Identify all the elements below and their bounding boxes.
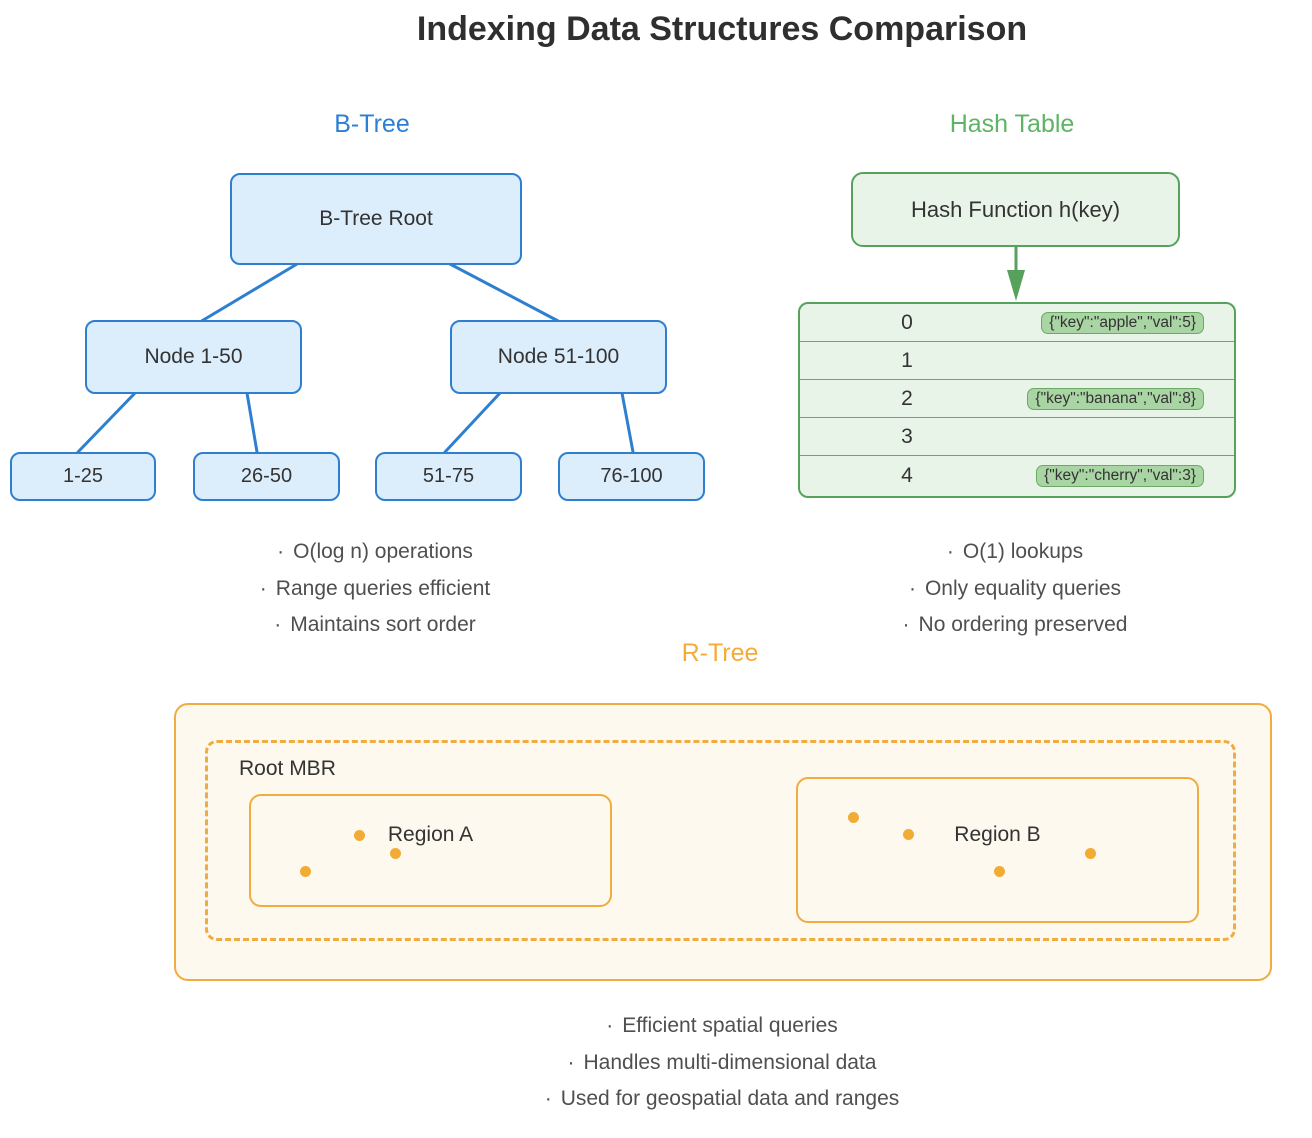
data-point-dot <box>1085 848 1096 859</box>
bucket-value: {"key":"banana","val":8} <box>1027 387 1204 410</box>
rtree-bullet: Handles multi-dimensional data <box>545 1045 900 1082</box>
rtree-outer-box <box>174 703 1272 981</box>
bucket-index: 4 <box>901 464 913 487</box>
hash-bucket-row: 4 {"key":"cherry","val":3} <box>800 456 1234 496</box>
hash-section-label: Hash Table <box>949 110 1075 138</box>
data-point-dot <box>994 866 1005 877</box>
bucket-value: {"key":"apple","val":5} <box>1041 311 1204 334</box>
data-point-dot <box>848 812 859 823</box>
bucket-index: 3 <box>901 424 913 448</box>
region-a-label: Region A <box>387 823 474 846</box>
hash-bucket-row: 2 {"key":"banana","val":8} <box>800 380 1234 418</box>
btree-leaf-26-50: 26-50 <box>193 452 340 501</box>
btree-root-node: B-Tree Root <box>230 173 522 265</box>
rtree-region-a-box: Region A <box>249 794 612 907</box>
hash-bullet: No ordering preserved <box>903 607 1128 644</box>
hash-bullet: O(1) lookups <box>903 534 1128 571</box>
btree-bullet: Maintains sort order <box>260 607 490 644</box>
hash-bullet-list: O(1) lookups Only equality queries No or… <box>903 534 1128 644</box>
region-b-label: Region B <box>954 823 1041 846</box>
bucket-value: {"key":"cherry","val":3} <box>1036 465 1204 487</box>
hash-bullet: Only equality queries <box>903 571 1128 608</box>
btree-bullet-list: O(log n) operations Range queries effici… <box>260 534 490 644</box>
btree-section-label: B-Tree <box>334 110 410 138</box>
hash-bucket-table: 0 {"key":"apple","val":5} 1 2 {"key":"ba… <box>798 302 1236 498</box>
bucket-index: 0 <box>901 310 913 334</box>
data-point-dot <box>390 848 401 859</box>
btree-bullet: Range queries efficient <box>260 571 490 608</box>
btree-leaf-51-75: 51-75 <box>375 452 522 501</box>
btree-leaf-1-25: 1-25 <box>10 452 156 501</box>
data-point-dot <box>354 830 365 841</box>
btree-node-1-50: Node 1-50 <box>85 320 302 394</box>
btree-leaf-76-100: 76-100 <box>558 452 705 501</box>
hash-bucket-row: 3 <box>800 418 1234 456</box>
hash-function-box: Hash Function h(key) <box>851 172 1180 247</box>
bucket-index: 1 <box>901 348 913 372</box>
btree-bullet: O(log n) operations <box>260 534 490 571</box>
data-point-dot <box>300 866 311 877</box>
hash-bucket-row: 0 {"key":"apple","val":5} <box>800 304 1234 342</box>
rtree-root-mbr-box: Root MBR <box>205 740 1236 941</box>
rtree-region-b-box: Region B <box>796 777 1199 923</box>
bucket-index: 2 <box>901 386 913 410</box>
rtree-bullet: Used for geospatial data and ranges <box>545 1081 900 1118</box>
btree-node-51-100: Node 51-100 <box>450 320 667 394</box>
rtree-section-label: R-Tree <box>681 639 759 667</box>
data-point-dot <box>903 829 914 840</box>
hash-arrow-icon <box>1007 247 1025 301</box>
page-title: Indexing Data Structures Comparison <box>416 10 1028 48</box>
rtree-bullet: Efficient spatial queries <box>545 1008 900 1045</box>
rtree-bullet-list: Efficient spatial queries Handles multi-… <box>545 1008 900 1118</box>
hash-bucket-row: 1 <box>800 342 1234 380</box>
root-mbr-label: Root MBR <box>239 757 336 780</box>
